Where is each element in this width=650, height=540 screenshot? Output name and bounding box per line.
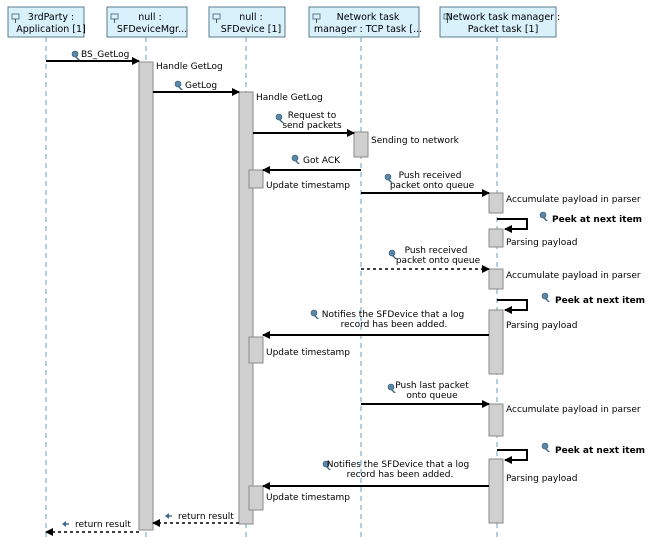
lifeline-title: Network task [337, 12, 400, 23]
message-icon [275, 113, 284, 123]
activation-dev-update1[interactable] [248, 169, 264, 189]
activation-label: Accumulate payload in parser [506, 271, 641, 281]
lifeline-header-tcp[interactable]: Network task manager : TCP task [... [308, 6, 422, 38]
activation-pkt-accumulate1[interactable] [488, 192, 504, 214]
activation-label: Update timestamp [266, 348, 350, 358]
message-got-ack[interactable]: Got ACK [262, 154, 361, 174]
lifeline-header-mgr[interactable]: null : SFDeviceMgr... [106, 6, 188, 38]
activation-label: Accumulate payload in parser [506, 195, 641, 205]
message-label: Push received [399, 171, 462, 181]
message-icon [541, 442, 550, 452]
message-icon [174, 80, 183, 90]
activation-pkt-parsing2[interactable] [488, 309, 504, 375]
message-notify-2[interactable]: Notifies the SFDevice that a log record … [262, 460, 489, 490]
lifeline-title: null : [239, 12, 263, 23]
lifeline-header-dev[interactable]: null : SFDevice [1] [208, 6, 286, 38]
message-label: Notifies the SFDevice that a log [322, 310, 464, 320]
lifeline-icon [11, 13, 20, 23]
message-icon [322, 460, 331, 470]
activation-label: Handle GetLog [256, 93, 323, 103]
message-label: Peek at next item [555, 446, 645, 456]
message-label: return result [75, 520, 131, 530]
lifeline-icon [212, 13, 221, 23]
activation-pkt-parsing3[interactable] [488, 458, 504, 524]
message-getlog[interactable]: GetLog [153, 80, 240, 96]
message-push-received-1[interactable]: Push received packet onto queue [361, 171, 490, 197]
message-push-last[interactable]: Push last packet onto queue [361, 381, 490, 408]
message-label: Notifies the SFDevice that a log [327, 460, 469, 470]
activation-label: Accumulate payload in parser [506, 405, 641, 415]
message-return-dev[interactable]: return result [152, 512, 239, 527]
message-label: GetLog [185, 81, 217, 91]
activation-pkt-parsing1[interactable] [488, 228, 504, 248]
message-label: return result [178, 512, 234, 522]
return-icon [165, 513, 172, 519]
activation-pkt-accumulate3[interactable] [488, 403, 504, 437]
message-push-received-2[interactable]: Push received packet onto queue [361, 246, 490, 273]
lifeline-subtitle: SFDevice [1] [221, 24, 281, 35]
activation-tcp-sending[interactable] [353, 131, 369, 158]
activation-label: Update timestamp [266, 493, 350, 503]
message-label: Peek at next item [552, 215, 642, 225]
lifeline-subtitle: Application [1] [16, 24, 86, 35]
message-bs-getlog[interactable]: BS_GetLog [46, 50, 140, 65]
message-label: BS_GetLog [81, 50, 129, 60]
lifeline-subtitle: manager : TCP task [... [314, 24, 422, 35]
lifeline-title: Network task manager : [446, 12, 561, 23]
message-label: onto queue [406, 391, 458, 401]
lifeline-header-pkt[interactable]: Network task manager : Packet task [1] [439, 6, 561, 38]
activation-label: Parsing payload [506, 474, 578, 484]
lifeline-title: null : [138, 12, 162, 23]
message-icon [384, 173, 393, 183]
message-icon [541, 292, 550, 302]
message-label: Request to [288, 111, 337, 121]
activation-label: Update timestamp [266, 181, 350, 191]
lifeline-header-app[interactable]: 3rdParty : Application [1] [7, 6, 86, 38]
activation-dev-update2[interactable] [248, 336, 264, 364]
message-icon [291, 154, 300, 164]
return-icon [62, 521, 69, 527]
message-label: Push last packet [395, 381, 469, 391]
message-icon [387, 383, 396, 393]
message-label: Got ACK [303, 156, 341, 166]
message-label: Peek at next item [555, 296, 645, 306]
message-icon [539, 211, 548, 221]
lifeline-subtitle: Packet task [1] [468, 24, 539, 35]
activation-pkt-accumulate2[interactable] [488, 268, 504, 290]
message-icon [310, 309, 319, 319]
lifeline-icon [110, 13, 119, 23]
message-label: Push received [405, 246, 468, 256]
activation-label: Parsing payload [506, 321, 578, 331]
message-return-app[interactable]: return result [45, 520, 139, 536]
message-peek-3[interactable]: Peek at next item [497, 442, 645, 464]
message-icon [71, 50, 80, 60]
message-label: record has been added. [347, 470, 454, 480]
activation-label: Handle GetLog [156, 62, 223, 72]
activation-dev-handle-getlog[interactable] [238, 91, 254, 525]
activation-label: Sending to network [371, 136, 460, 146]
message-notify-1[interactable]: Notifies the SFDevice that a log record … [262, 309, 489, 339]
lifeline-icon [443, 13, 452, 23]
lifeline-title: 3rdParty : [28, 12, 74, 23]
message-peek-1[interactable]: Peek at next item [497, 211, 642, 233]
activation-mgr-handle-getlog[interactable] [138, 61, 154, 531]
message-label: packet onto queue [396, 256, 481, 266]
message-peek-2[interactable]: Peek at next item [497, 292, 645, 314]
message-request-send[interactable]: Request to send packets [253, 111, 355, 137]
message-label: packet onto queue [390, 181, 475, 191]
lifeline-subtitle: SFDeviceMgr... [117, 24, 187, 35]
message-icon [388, 249, 397, 259]
lifeline-icon [312, 13, 321, 23]
message-label: send packets [282, 121, 342, 131]
message-label: record has been added. [341, 320, 448, 330]
activation-label: Parsing payload [506, 238, 578, 248]
activation-dev-update3[interactable] [248, 485, 264, 511]
